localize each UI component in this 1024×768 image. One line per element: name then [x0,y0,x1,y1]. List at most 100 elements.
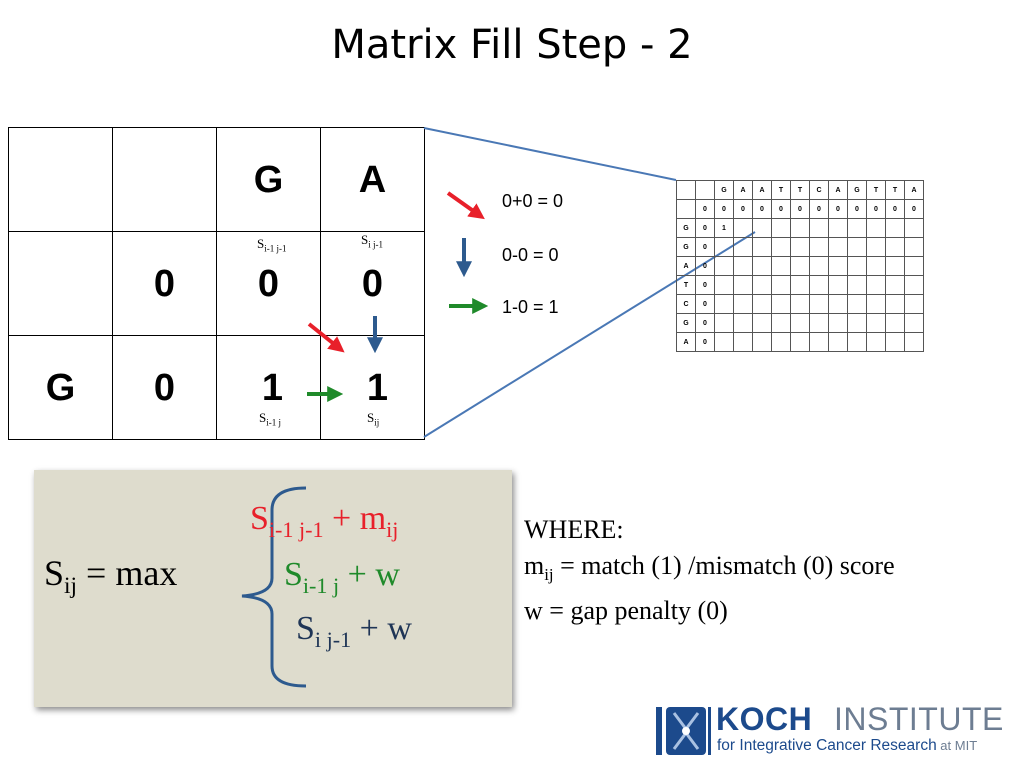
mini-grid-cell [809,256,829,276]
mini-grid-cell: C [809,180,829,200]
mini-grid-cell: A [752,180,772,200]
mini-grid-cell [752,332,772,352]
mini-grid-cell [733,256,753,276]
logo-name-bold: KOCH [716,701,813,737]
mini-grid-cell [866,275,886,295]
mini-grid-cell [904,313,924,333]
mini-grid-cell [828,218,848,238]
mini-grid-cell [714,237,734,257]
mini-grid-cell [866,256,886,276]
mini-grid-cell: 0 [695,313,715,333]
mini-grid-cell [847,218,867,238]
zoom-cell: A [320,127,425,232]
mini-grid-cell: G [676,218,696,238]
mini-grid-cell [790,313,810,333]
mini-grid-cell [714,332,734,352]
mini-grid-cell [714,313,734,333]
mini-grid-cell: A [904,180,924,200]
formula-diagonal-term: Si-1 j-1 + mij [250,500,399,542]
mini-grid-cell: 0 [695,218,715,238]
mini-grid-cell [828,294,848,314]
mini-grid-cell [771,237,791,257]
formula-up-term: Si j-1 + w [296,610,412,652]
mini-grid-cell [904,218,924,238]
zoom-cell [8,127,113,232]
mini-grid-cell [828,313,848,333]
mini-grid-cell [885,218,905,238]
mini-grid-cell [790,275,810,295]
mini-grid-cell [847,256,867,276]
mini-grid-cell [847,294,867,314]
mini-grid-cell: 0 [771,199,791,219]
mini-grid-cell [828,275,848,295]
mini-grid-cell: G [847,180,867,200]
mini-grid-cell [733,237,753,257]
zoom-cell [112,127,217,232]
mini-grid-cell: G [676,237,696,257]
red-diagonal-arrow [307,322,345,353]
cell-value: G [253,159,284,201]
mini-grid-cell: 0 [752,199,772,219]
mini-grid-cell [695,180,715,200]
where-definitions: WHERE: mij = match (1) /mismatch (0) sco… [524,512,895,629]
mini-grid-cell [809,275,829,295]
mini-grid-cell [790,332,810,352]
cell-value: 1 [261,367,284,409]
mini-grid-cell [847,332,867,352]
mini-grid-cell: G [714,180,734,200]
mini-grid-cell: 0 [695,256,715,276]
mini-grid-cell: T [866,180,886,200]
mini-grid-cell [885,294,905,314]
mini-grid-cell [904,275,924,295]
mini-grid-cell: A [733,180,753,200]
mini-grid-cell [847,275,867,295]
cell-value: 0 [257,263,280,305]
recurrence-formula-box: Sij = max Si-1 j-1 + mij Si-1 j + w Si j… [34,470,512,707]
mini-grid-cell [752,218,772,238]
mini-grid-cell [866,294,886,314]
mini-grid-cell [885,237,905,257]
mini-grid-cell [809,294,829,314]
mini-grid-cell [733,313,753,333]
mini-grid-cell: 0 [866,199,886,219]
gap-penalty-definition: w = gap penalty (0) [524,596,728,626]
mini-grid-cell [866,313,886,333]
logo-name-light: INSTITUTE [834,701,1004,737]
mini-grid-cell [752,294,772,314]
mini-grid-cell [752,275,772,295]
koch-institute-logo: KOCH INSTITUTE for Integrative Cancer Re… [654,701,1016,759]
mini-grid-cell: A [828,180,848,200]
mini-grid-cell [885,332,905,352]
mini-grid-cell [866,332,886,352]
mini-grid-cell: T [885,180,905,200]
mini-grid-cell: 0 [714,199,734,219]
mini-grid-cell [790,294,810,314]
mini-grid-cell: 1 [714,218,734,238]
mini-grid-cell [790,237,810,257]
zoom-cell: 0 [112,335,217,440]
formula-lhs: Sij = max [44,553,178,600]
mini-grid-cell [733,218,753,238]
diag-source-label: Si-1 j-1 [257,236,287,254]
mini-grid-cell: 0 [695,275,715,295]
mini-grid-cell [904,332,924,352]
mini-grid-cell [733,332,753,352]
legend-red-arrow-icon [446,191,485,220]
legend-text-up: 0-0 = 0 [502,245,559,265]
mini-grid-cell [790,218,810,238]
mini-grid-cell [904,256,924,276]
mini-grid-cell [733,294,753,314]
mini-grid-cell [771,313,791,333]
mini-grid-cell: A [676,332,696,352]
mini-grid-cell: 0 [695,294,715,314]
mini-grid-cell [771,218,791,238]
mini-grid-cell [676,199,696,219]
mini-grid-cell: 0 [828,199,848,219]
mini-grid-cell [714,256,734,276]
cell-value: 0 [153,263,176,305]
